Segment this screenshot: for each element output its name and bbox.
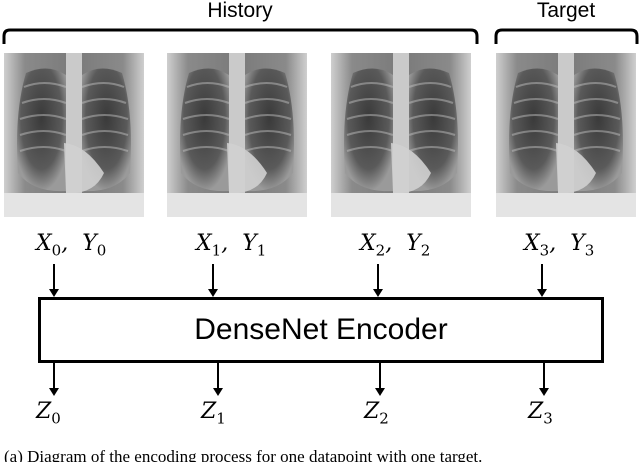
- figure-caption: (a) Diagram of the encoding process for …: [4, 447, 483, 462]
- output-label-0: Z0: [36, 399, 61, 428]
- input-label-0: X0, Y0: [36, 231, 107, 260]
- encoder-label: DenseNet Encoder: [194, 313, 448, 346]
- target-label: Target: [536, 0, 596, 22]
- xray-image-2: [331, 53, 471, 217]
- output-label-2: Z2: [364, 399, 389, 428]
- output-arrows: [49, 363, 549, 396]
- history-label: History: [207, 0, 273, 22]
- xray-image-3: [496, 53, 636, 217]
- xray-image-0: [4, 53, 144, 217]
- input-arrows: [49, 264, 547, 297]
- target-bracket: [494, 28, 639, 44]
- output-label-1: Z1: [201, 399, 226, 428]
- input-label-1: X1, Y1: [196, 231, 267, 260]
- xray-image-1: [167, 53, 307, 217]
- input-label-3: X3, Y3: [524, 231, 595, 260]
- output-label-3: Z3: [528, 399, 553, 428]
- input-label-2: X2, Y2: [360, 231, 431, 260]
- densenet-encoder-box: DenseNet Encoder: [38, 297, 604, 363]
- history-bracket: [2, 28, 479, 44]
